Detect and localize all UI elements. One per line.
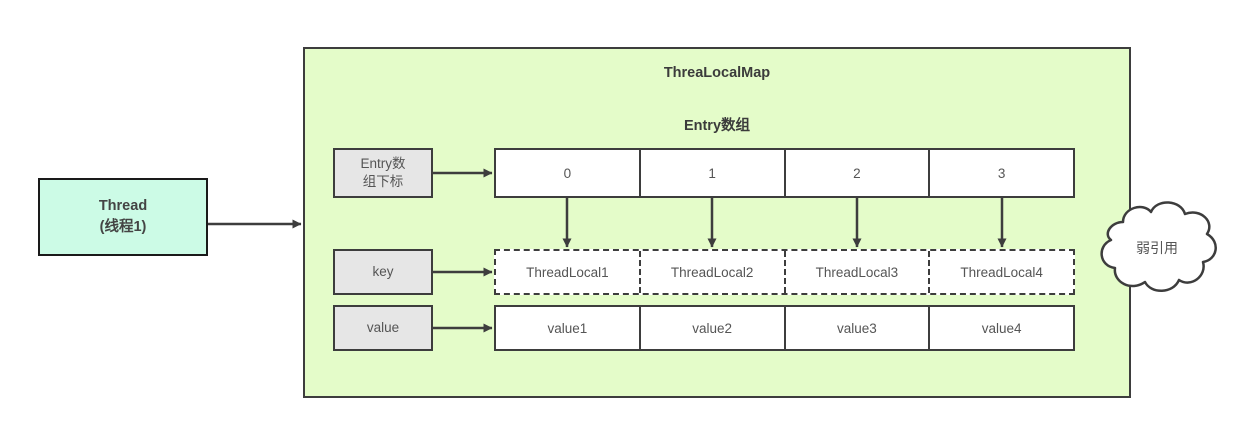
threadlocalmap-title: ThreaLocalMap — [663, 65, 771, 81]
thread-label-line2: (线程1) — [99, 219, 147, 235]
value-cell: value3 — [783, 307, 929, 349]
index-cell: 3 — [928, 150, 1073, 196]
index-cell: 2 — [783, 150, 929, 196]
value-cell: value1 — [496, 307, 639, 349]
weak-reference-cloud: 弱引用 — [1093, 196, 1221, 300]
thread-label-line1: Thread — [98, 197, 148, 214]
thread-box: Thread (线程1) — [38, 178, 208, 256]
value-label: value — [366, 319, 400, 335]
index-cell: 0 — [496, 150, 639, 196]
key-label: key — [372, 263, 394, 279]
entry-index-label-box: Entry数 组下标 — [333, 148, 433, 198]
entry-index-label-line2: 组下标 — [362, 174, 404, 189]
cloud-icon — [1100, 201, 1217, 292]
value-label-box: value — [333, 305, 433, 351]
key-cell: ThreadLocal1 — [496, 251, 639, 293]
entry-index-row: 0 1 2 3 — [494, 148, 1075, 198]
value-cell: value2 — [638, 307, 784, 349]
entry-index-label-line1: Entry数 — [360, 155, 406, 171]
key-cell: ThreadLocal3 — [783, 251, 929, 293]
key-label-box: key — [333, 249, 433, 295]
index-cell: 1 — [638, 150, 784, 196]
key-cell: ThreadLocal4 — [928, 251, 1073, 293]
value-row: value1 value2 value3 value4 — [494, 305, 1075, 351]
entry-array-title: Entry数组 — [683, 118, 751, 134]
value-cell: value4 — [928, 307, 1073, 349]
threadlocal-key-row: ThreadLocal1 ThreadLocal2 ThreadLocal3 T… — [494, 249, 1075, 295]
key-cell: ThreadLocal2 — [638, 251, 784, 293]
